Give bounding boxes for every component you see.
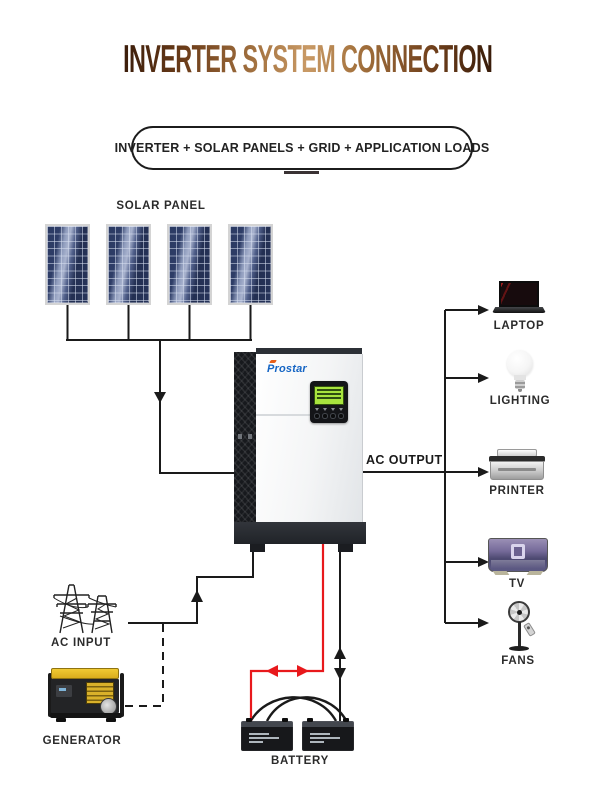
fan-hub xyxy=(516,609,522,615)
battery-icon xyxy=(302,718,354,751)
lighting-label: LIGHTING xyxy=(489,395,551,407)
laptop-label: LAPTOP xyxy=(493,320,545,332)
bulb-screw-base xyxy=(515,380,525,389)
battery-positive-wire xyxy=(249,544,325,722)
bulb-neck xyxy=(514,375,526,380)
red-arrowheads xyxy=(266,665,309,677)
inverter-seam xyxy=(256,414,311,416)
divider-line xyxy=(284,171,319,174)
lcd-display xyxy=(314,386,344,405)
ac-input-wire xyxy=(128,549,254,624)
inverter-side-ports xyxy=(238,434,252,439)
battery-terminal xyxy=(246,718,252,722)
solar-drop-wires xyxy=(66,305,252,340)
page-title: INVERTER SYSTEM CONNECTION xyxy=(0,38,600,82)
generator-foot xyxy=(56,718,66,722)
battery-label-lines xyxy=(310,733,346,745)
solar-panel-icon xyxy=(167,224,212,305)
inverter-foot xyxy=(338,544,353,552)
tv-icon xyxy=(488,538,548,580)
generator-base xyxy=(50,713,122,718)
subtitle-pill: INVERTER + SOLAR PANELS + GRID + APPLICA… xyxy=(115,126,489,170)
inverter-unit: Prostar xyxy=(234,348,366,552)
subtitle-text: INVERTER + SOLAR PANELS + GRID + APPLICA… xyxy=(114,141,490,155)
tv-label: TV xyxy=(508,578,526,590)
battery-label: BATTERY xyxy=(271,755,329,767)
ac-input-label: AC INPUT xyxy=(51,637,111,649)
battery-label-lines xyxy=(249,733,285,745)
fans-label: FANS xyxy=(501,655,535,667)
fan-remote xyxy=(523,622,536,637)
generator-icon xyxy=(48,668,126,722)
generator-frame xyxy=(48,673,52,717)
inverter-foot xyxy=(250,544,265,552)
inverter-heatsink xyxy=(234,352,256,538)
fan-icon xyxy=(504,601,536,653)
inverter-control-panel xyxy=(310,381,348,423)
inverter-top-strip xyxy=(256,348,362,356)
generator-dashed-wire xyxy=(125,623,164,707)
generator-canopy xyxy=(51,668,119,679)
laptop-base xyxy=(492,307,546,313)
black-arrowheads xyxy=(154,305,489,680)
battery-terminal xyxy=(307,718,313,722)
solar-panel-icon xyxy=(45,224,90,305)
generator-label: GENERATOR xyxy=(42,735,122,747)
generator-frame xyxy=(120,673,124,717)
bulb-tip xyxy=(518,389,522,392)
printer-label: PRINTER xyxy=(489,485,545,497)
battery-icon xyxy=(241,718,293,751)
tv-leg xyxy=(492,571,510,575)
tv-leg xyxy=(526,571,544,575)
printer-band xyxy=(489,456,545,462)
brand-logo: Prostar xyxy=(267,363,307,375)
tv-reflection xyxy=(491,560,545,569)
bulb-globe xyxy=(507,350,533,377)
light-bulb-icon xyxy=(505,350,535,395)
laptop-screen xyxy=(499,281,539,307)
tv-screen-graphic xyxy=(511,544,525,559)
battery-terminal xyxy=(343,718,349,722)
battery-terminal xyxy=(282,718,288,722)
battery-jumper-arc-2 xyxy=(265,696,350,725)
laptop-icon xyxy=(492,281,546,315)
button-arrow-marks xyxy=(315,408,343,411)
printer-icon xyxy=(489,449,545,481)
load-branch-wires xyxy=(445,309,479,624)
battery-jumper-arc-1 xyxy=(247,696,338,725)
printer-paper-slot xyxy=(498,468,536,471)
solar-to-inverter-wire xyxy=(159,340,236,474)
solar-panel-label: SOLAR PANEL xyxy=(116,200,206,212)
page-title-text: INVERTER SYSTEM CONNECTION xyxy=(123,38,493,81)
solar-panel-icon xyxy=(106,224,151,305)
ac-output-label: AC OUTPUT xyxy=(366,453,443,467)
fan-base xyxy=(509,646,529,651)
generator-control-panel xyxy=(56,685,72,697)
inverter-body xyxy=(256,354,363,522)
fan-pole xyxy=(517,622,521,647)
inverter-base xyxy=(234,522,366,544)
solar-panel-icon xyxy=(228,224,273,305)
power-transmission-towers-icon xyxy=(53,584,117,634)
generator-foot xyxy=(106,718,116,722)
control-buttons xyxy=(314,413,344,419)
